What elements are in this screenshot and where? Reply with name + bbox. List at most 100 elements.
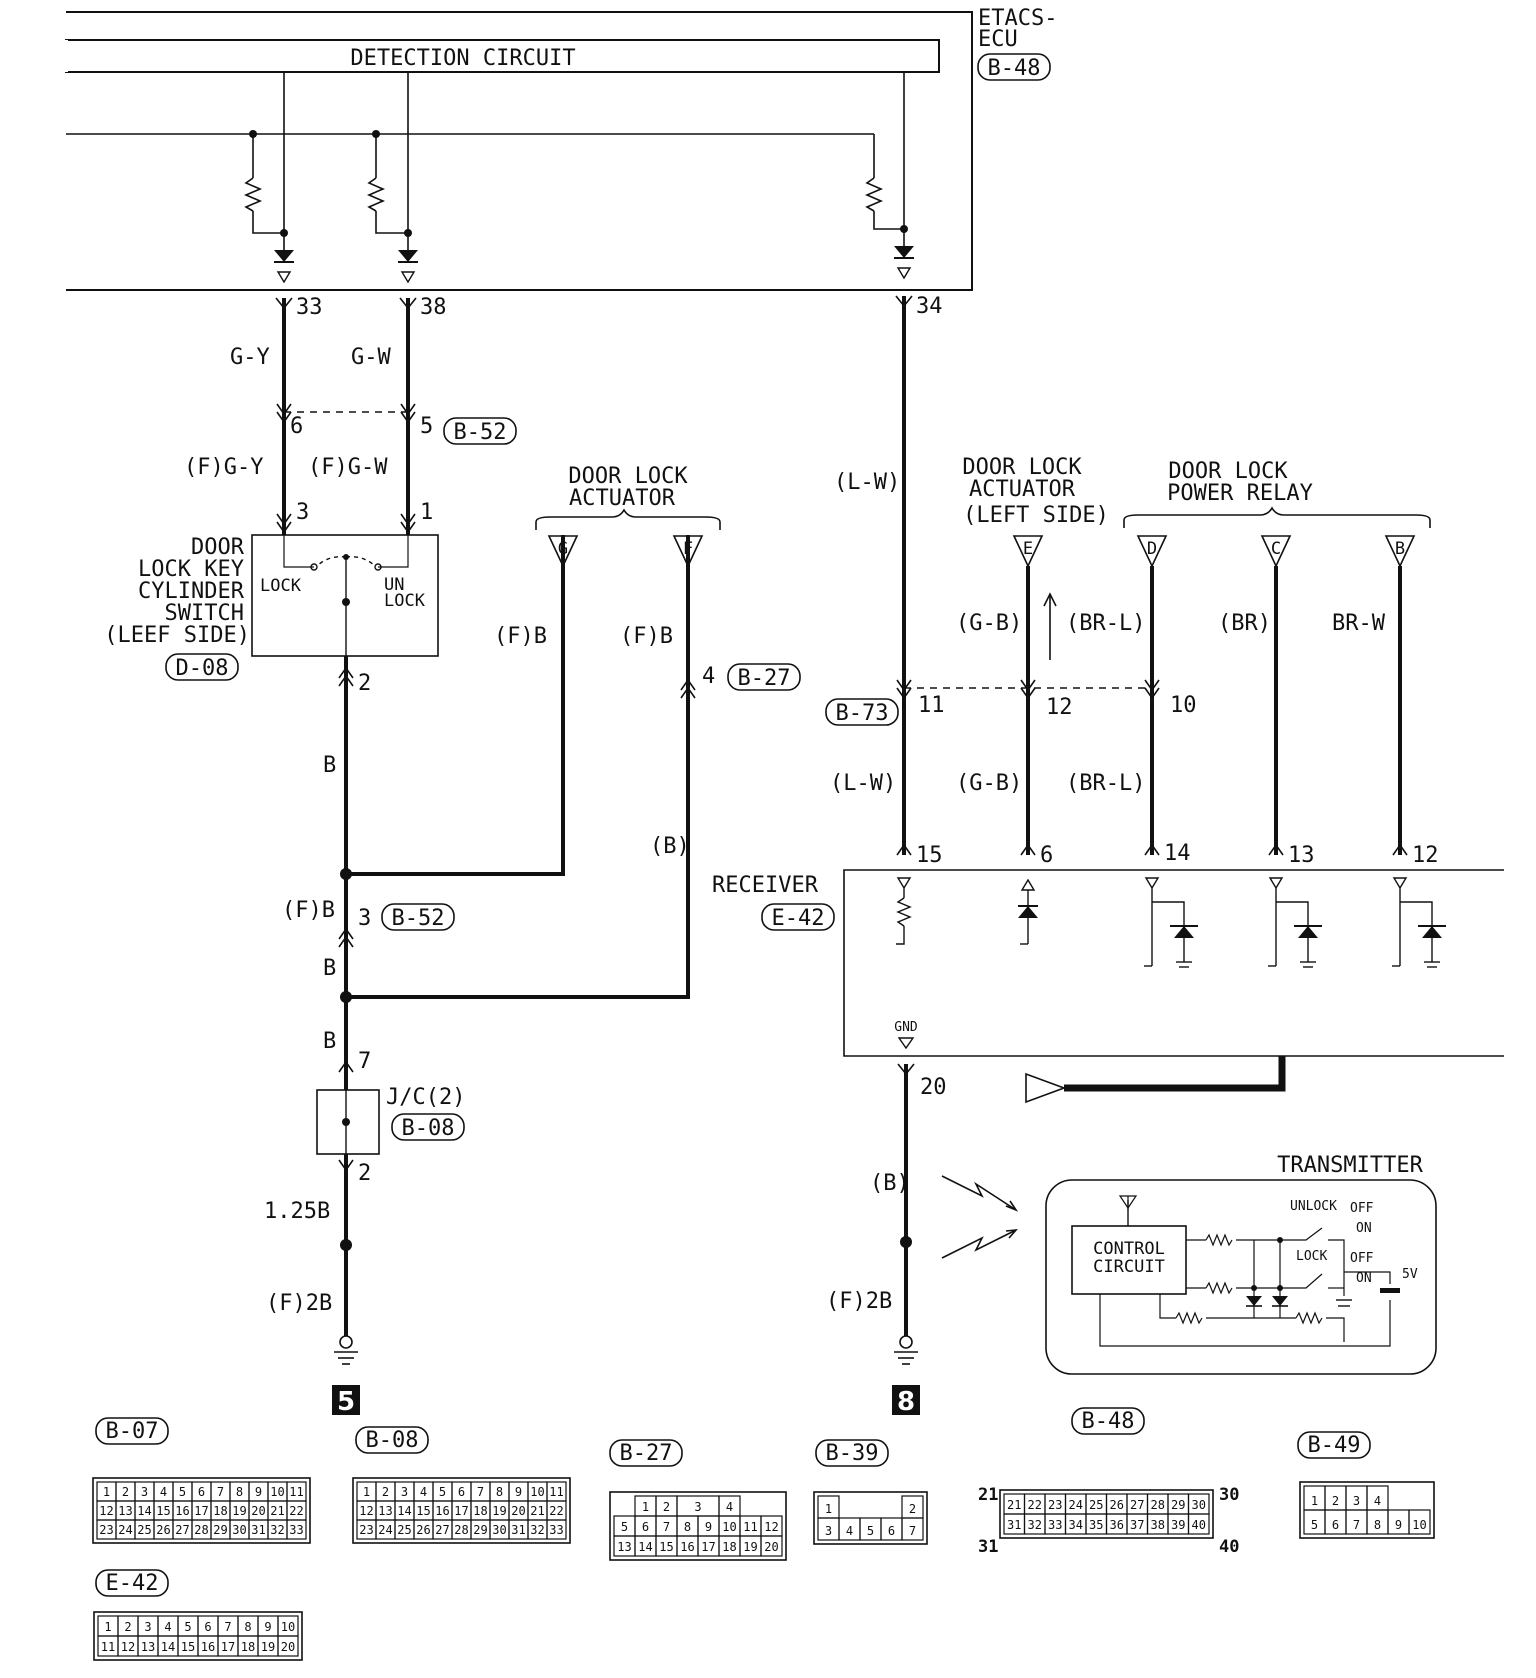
switch-name-4: SWITCH — [165, 601, 244, 626]
pin-cell: 8 — [244, 1620, 251, 1634]
pin-cell: 19 — [261, 1640, 275, 1654]
pin-cell: 16 — [680, 1540, 694, 1554]
pin-cell: 3 — [1353, 1494, 1360, 1508]
wire-label-1-25b: 1.25B — [264, 1199, 330, 1224]
transmitter-voltage: 5V — [1402, 1267, 1418, 1282]
b52-connector-ref: B-52 — [454, 420, 507, 445]
pin-cell: 8 — [496, 1485, 503, 1499]
pin-cell: 13 — [141, 1640, 155, 1654]
pin-cell: 26 — [416, 1523, 430, 1537]
pin-cell: 12 — [99, 1504, 113, 1518]
pin-cell: 16 — [201, 1640, 215, 1654]
wire-label-l-w-upper: (L-W) — [834, 470, 900, 495]
pin-cell: 33 — [549, 1523, 563, 1537]
pin-cell: 22 — [289, 1504, 303, 1518]
detection-circuit-label: DETECTION CIRCUIT — [350, 46, 575, 71]
door-lock-actuator: DOOR LOCK ACTUATOR G F — [535, 464, 721, 568]
pin-cell: 2 — [382, 1485, 389, 1499]
connector-e42-label: E-42 — [106, 1571, 159, 1596]
pin-cell: 6 — [888, 1524, 895, 1538]
pin-cell: 4 — [1374, 1494, 1381, 1508]
pin-33-label: 33 — [296, 295, 323, 320]
radio-wave-icon — [941, 1175, 1019, 1259]
pin-cell: 6 — [1332, 1518, 1339, 1532]
actuator-title-2: ACTUATOR — [569, 486, 676, 511]
b52-pin-3: 3 — [358, 906, 371, 931]
wire-label-f-b-mid: (F)B — [282, 898, 335, 923]
pin-cell: 10 — [1412, 1518, 1426, 1532]
receiver-pin-6: 6 — [1040, 843, 1053, 868]
pin-cell: 4 — [726, 1500, 733, 1514]
pin-cell: 4 — [420, 1485, 427, 1499]
pin-cell: 20 — [251, 1504, 265, 1518]
relay-title-1: DOOR LOCK — [1168, 459, 1288, 484]
b48-corner-br: 40 — [1219, 1537, 1239, 1557]
pin-cell: 21 — [270, 1504, 284, 1518]
pin-cell: 32 — [1028, 1518, 1042, 1532]
pin-cell: 10 — [722, 1520, 736, 1534]
pin-cell: 29 — [473, 1523, 487, 1537]
pin-cell: 12 — [359, 1504, 373, 1518]
connector-b08-label: B-08 — [366, 1428, 419, 1453]
wire-l-w — [895, 295, 913, 856]
pin-cell: 18 — [213, 1504, 227, 1518]
wire-label-g-w: G-W — [351, 345, 391, 370]
pin-cell: 1 — [825, 1502, 832, 1516]
pin-cell: 17 — [701, 1540, 715, 1554]
receiver-pin-14: 14 — [1164, 841, 1191, 866]
pin-cell: 40 — [1192, 1518, 1206, 1532]
pin-cell: 2 — [909, 1502, 916, 1516]
switch-name-5: (LEEF SIDE) — [104, 623, 250, 648]
pin-cell: 6 — [458, 1485, 465, 1499]
pin-cell: 13 — [617, 1540, 631, 1554]
wire-label-br-w: BR-W — [1332, 611, 1386, 636]
pin-cell: 23 — [99, 1523, 113, 1537]
pin-cell: 1 — [104, 1620, 111, 1634]
ecu-name-line2: ECU — [978, 27, 1018, 52]
pin-cell: 30 — [1192, 1498, 1206, 1512]
pin-cell: 19 — [232, 1504, 246, 1518]
pin-cell: 33 — [289, 1523, 303, 1537]
b48-corner-tr: 30 — [1219, 1485, 1239, 1505]
pin-cell: 3 — [144, 1620, 151, 1634]
pin-cell: 8 — [684, 1520, 691, 1534]
actuator-left-terminal-e: E — [1023, 539, 1033, 559]
pin-cell: 11 — [549, 1485, 563, 1499]
pin-cell: 19 — [492, 1504, 506, 1518]
b52-pin-5: 5 — [420, 414, 433, 439]
wire-label-g-b-lower: (G-B) — [956, 771, 1022, 796]
wire-label-g-b-upper: (G-B) — [956, 611, 1022, 636]
transmitter-lock-label: LOCK — [1296, 1249, 1327, 1264]
pin-cell: 10 — [270, 1485, 284, 1499]
pin-cell: 36 — [1110, 1518, 1124, 1532]
pin-cell: 23 — [1048, 1498, 1062, 1512]
pin-cell: 25 — [137, 1523, 151, 1537]
wire-label-b-key: B — [323, 753, 336, 778]
pin-cell: 4 — [160, 1485, 167, 1499]
pin-cell: 7 — [663, 1520, 670, 1534]
switch-lock-label: LOCK — [260, 576, 302, 596]
pin-cell: 20 — [764, 1540, 778, 1554]
connector-b07-label: B-07 — [106, 1419, 159, 1444]
pin-cell: 6 — [198, 1485, 205, 1499]
key-switch-pin-3: 3 — [296, 500, 309, 525]
b73-pin-11: 11 — [918, 693, 945, 718]
pin-cell: 9 — [705, 1520, 712, 1534]
pin-cell: 7 — [1353, 1518, 1360, 1532]
wire-label-f-2b-right: (F)2B — [826, 1289, 892, 1314]
pin-cell: 5 — [179, 1485, 186, 1499]
pin-cell: 35 — [1089, 1518, 1103, 1532]
pin-cell: 22 — [549, 1504, 563, 1518]
wire-label-b-mid: B — [323, 956, 336, 981]
switch-lock-off: OFF — [1350, 1251, 1374, 1266]
pin-cell: 14 — [397, 1504, 411, 1518]
b52-pin-6: 6 — [290, 414, 303, 439]
wire-g-y — [275, 297, 293, 535]
pin-cell: 26 — [1110, 1498, 1124, 1512]
pin-cell: 28 — [1151, 1498, 1165, 1512]
pin-cell: 24 — [1069, 1498, 1083, 1512]
pin-cell: 23 — [359, 1523, 373, 1537]
pin-cell: 1 — [103, 1485, 110, 1499]
